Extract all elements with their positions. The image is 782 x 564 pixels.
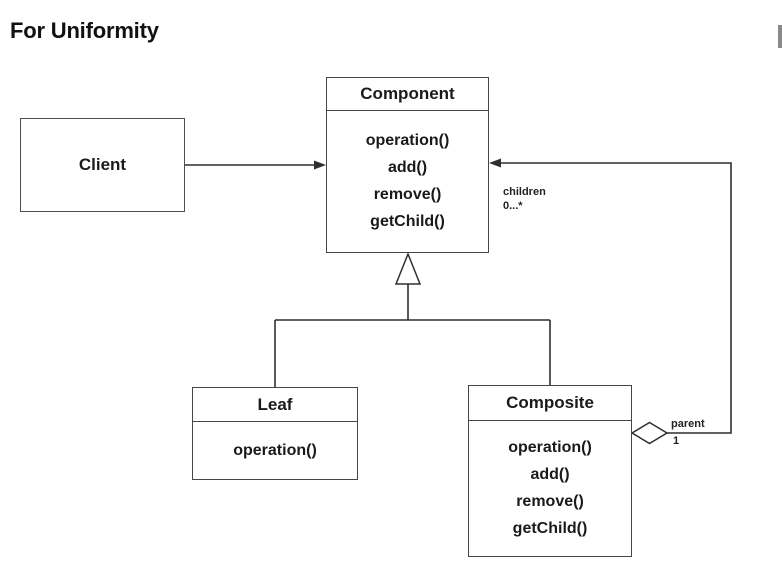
class-method: remove() bbox=[516, 493, 584, 510]
association-arrowhead-icon bbox=[314, 160, 326, 170]
composite-class-box: Composite operation() add() remove() get… bbox=[468, 385, 632, 557]
class-method: add() bbox=[387, 159, 428, 176]
leaf-method-list: operation() bbox=[193, 422, 357, 464]
composite-method-list: operation() add() remove() getChild() bbox=[469, 421, 631, 542]
client-class-box: Client bbox=[20, 118, 185, 212]
class-method: getChild() bbox=[512, 520, 588, 537]
class-method: getChild() bbox=[370, 213, 445, 230]
class-method: operation() bbox=[508, 439, 592, 456]
class-method: add() bbox=[530, 466, 570, 483]
parent-role-label: parent bbox=[671, 418, 705, 430]
class-method: operation() bbox=[233, 442, 317, 459]
class-method: remove() bbox=[373, 186, 442, 203]
component-class-name: Component bbox=[327, 78, 488, 111]
aggregation-diamond-icon bbox=[630, 421, 669, 445]
component-class-box: Component operation() add() remove() get… bbox=[326, 77, 489, 253]
client-class-name: Client bbox=[78, 155, 127, 174]
component-method-list: operation() add() remove() getChild() bbox=[327, 111, 488, 235]
edge-artifact-bar bbox=[778, 25, 782, 48]
aggregation-arrowhead-icon bbox=[489, 158, 501, 168]
leaf-class-name: Leaf bbox=[193, 388, 357, 422]
leaf-class-box: Leaf operation() bbox=[192, 387, 358, 480]
children-role-label: children bbox=[503, 186, 546, 198]
children-multiplicity-label: 0...* bbox=[503, 200, 523, 212]
slide-title: For Uniformity bbox=[10, 18, 159, 43]
parent-multiplicity-label: 1 bbox=[673, 435, 680, 447]
class-method: operation() bbox=[365, 132, 450, 149]
composite-class-name: Composite bbox=[469, 386, 631, 421]
inheritance-triangle-icon bbox=[394, 251, 422, 285]
